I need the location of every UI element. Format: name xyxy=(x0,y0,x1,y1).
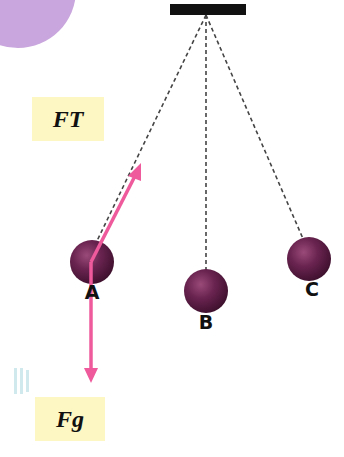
force-label-box: FT xyxy=(32,97,104,141)
force-label: FT xyxy=(53,106,84,133)
stripe-decoration xyxy=(14,368,29,394)
support-bar xyxy=(170,4,246,15)
bob-label: A xyxy=(85,281,100,303)
corner-decoration xyxy=(0,0,76,48)
string xyxy=(96,15,304,270)
pendulum-bob xyxy=(184,269,228,313)
pendulum-bob xyxy=(287,237,331,281)
force-label-box: Fg xyxy=(35,397,105,441)
force-label: Fg xyxy=(56,406,84,433)
bob-label: C xyxy=(305,278,319,300)
force-arrow xyxy=(84,163,141,383)
bob-label: B xyxy=(199,311,213,333)
